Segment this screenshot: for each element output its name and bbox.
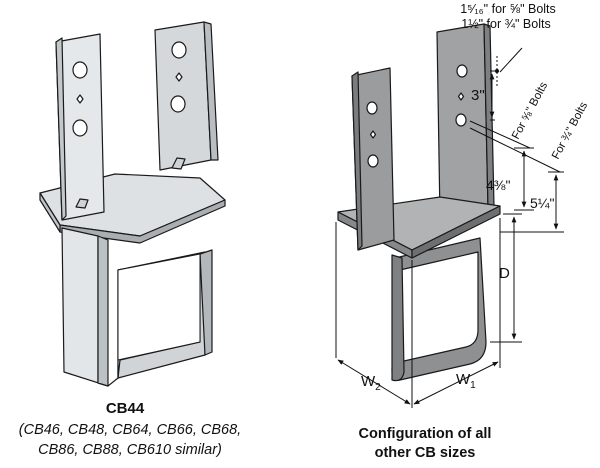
cb44-bolt-hole: [72, 119, 88, 137]
general-bolt-hole: [456, 64, 468, 78]
dim-3in-label: 3": [471, 87, 485, 104]
dim-D-label: D: [499, 265, 510, 282]
general-nail-hole: [457, 92, 465, 101]
for-3-4-bolts-label: For ¾" Bolts: [550, 100, 590, 161]
bolt-note-1: 1⁵⁄₁₆" for ⅝" Bolts: [460, 2, 556, 16]
general-nail-hole: [369, 130, 377, 139]
cb44-similar-line-1: (CB46, CB48, CB64, CB66, CB68,: [18, 422, 242, 438]
general-caption-line-2: other CB sizes: [374, 445, 476, 461]
bolt-note-leader: [499, 47, 523, 73]
dim-W2-sub: 2: [375, 382, 381, 393]
cb44-bolt-hole: [170, 95, 186, 113]
cb44-bolt-hole: [72, 61, 88, 79]
cb44-post-base: [39, 21, 226, 387]
for-5-8-bolts-label: For ⅝" Bolts: [510, 80, 550, 141]
bolt-note-2: 1½" for ¾" Bolts: [461, 17, 550, 31]
cb44-similar-line-2: CB86, CB88, CB610 similar): [38, 442, 222, 458]
dimension-lines: [335, 47, 564, 408]
dim-W1-line: [413, 361, 499, 405]
cb44-nail-hole: [175, 72, 183, 82]
cb44-title: CB44: [105, 400, 145, 417]
dim-5-1-4-label: 5¼": [530, 195, 554, 211]
general-bolt-hole: [367, 154, 379, 168]
dim-W1-label: W1: [456, 371, 476, 391]
dim-W2-line: [337, 359, 411, 405]
dim-W1-sub: 1: [470, 380, 476, 391]
cb44-bolt-hole: [171, 41, 187, 59]
dim-W2-label: W2: [361, 373, 381, 393]
general-caption-line-1: Configuration of all: [358, 426, 492, 442]
general-bolt-hole: [455, 113, 467, 127]
cb44-nail-hole: [76, 94, 84, 104]
general-bolt-hole: [366, 101, 378, 115]
cb-general-post-base: [337, 23, 501, 382]
dim-4-3-8-label: 4⅜": [486, 177, 510, 193]
